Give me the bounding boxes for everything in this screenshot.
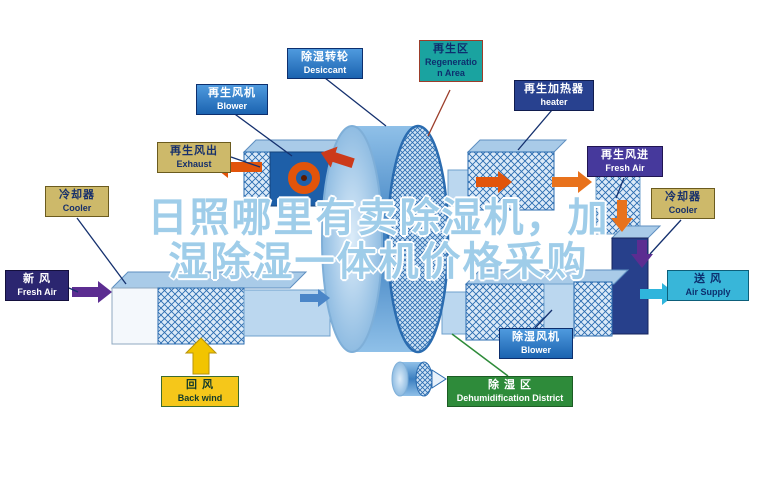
label-dehumid-district: 除 湿 区 Dehumidification District (447, 376, 573, 407)
heater-top-face (466, 139, 568, 153)
label-cooler-right-en: Cooler (668, 204, 698, 215)
label-regen-air-in-zh: 再生风进 (601, 149, 649, 161)
leader-heater (517, 109, 553, 151)
leader-cooler-left (76, 217, 127, 285)
regen-intake-down-arrow (611, 200, 633, 232)
rotor-desiccant-face (386, 124, 450, 354)
duct-rotor-to-right-ahu (441, 291, 469, 335)
tower-down-arrow (631, 240, 653, 268)
leader-dehumid-district (451, 333, 509, 377)
label-desiccant-wheel: 除湿转轮 Desiccant (287, 48, 363, 79)
purge-cylinder-face (391, 361, 409, 397)
leader-cooler-right (649, 219, 682, 255)
process-air-arrow (300, 289, 330, 307)
label-regen-blower-en: Blower (216, 100, 247, 111)
label-regen-air-in: 再生风进 Fresh Air (587, 146, 663, 177)
fresh-air-arrow (72, 281, 112, 303)
label-fresh-air-zh: 新 风 (22, 273, 52, 285)
leader-exhaust (230, 156, 261, 168)
label-cooler-left-zh: 冷却器 (59, 189, 95, 201)
label-return-air-zh: 回 风 (185, 379, 215, 391)
fresh-air-inlet-box (111, 287, 159, 345)
purge-flag (431, 369, 447, 389)
heater-internal-arrow (476, 171, 512, 193)
label-air-supply: 送 风 Air Supply (667, 270, 749, 301)
leader-lines (68, 77, 682, 329)
label-cooler-right: 冷却器 Cooler (651, 188, 715, 219)
leader-dehumid-blower (534, 309, 553, 329)
label-return-air-en: Back wind (177, 392, 223, 403)
leader-fresh-air (68, 287, 79, 293)
label-regen-area-en: Regeneration Area (424, 56, 477, 78)
label-regen-air-out-zh: 再生风出 (170, 145, 218, 157)
regen-fan-top-face (242, 139, 344, 153)
label-fresh-air-en: Fresh Air (17, 286, 57, 297)
purge-cylinder-media (415, 361, 433, 397)
rotor-front-face (321, 125, 383, 353)
label-desiccant-wheel-zh: 除湿转轮 (301, 51, 349, 63)
label-regen-area: 再生区 Regeneration Area (419, 40, 483, 83)
label-dehumid-blower-en: Blower (520, 344, 551, 355)
label-regen-air-out-en: Exhaust (176, 158, 212, 169)
label-regen-blower: 再生风机 Blower (196, 84, 268, 115)
right-ahu-filter-section (573, 281, 613, 337)
left-ahu-filter-section (157, 287, 245, 345)
watermark-line-2: 湿除湿一体机价格采购 (168, 240, 589, 284)
regen-fan-inlet-ring (288, 162, 320, 194)
regen-fan-housing (269, 151, 333, 207)
label-regen-blower-zh: 再生风机 (208, 87, 256, 99)
label-regen-heater-en: heater (540, 96, 568, 107)
leader-regen-in (615, 177, 625, 199)
label-dehumid-district-en: Dehumidification District (456, 392, 564, 403)
label-cooler-left-en: Cooler (62, 202, 92, 213)
watermark-text: 日照哪里有卖除湿机，加 湿除湿一体机价格采购 (0, 196, 757, 284)
label-dehumid-blower: 除湿风机 Blower (499, 328, 573, 359)
label-air-supply-zh: 送 风 (693, 273, 723, 285)
regen-fan-hub (301, 175, 307, 181)
label-fresh-air: 新 风 Fresh Air (5, 270, 69, 301)
return-air-arrow (184, 337, 218, 375)
label-return-air: 回 风 Back wind (161, 376, 239, 407)
leader-desiccant (324, 77, 387, 127)
label-desiccant-wheel-en: Desiccant (303, 64, 347, 75)
watermark-line-1: 日照哪里有卖除湿机，加 (147, 196, 610, 240)
leader-regen-blower (231, 111, 293, 157)
label-regen-area-zh: 再生区 (433, 43, 469, 55)
rotor-to-fan-arrow (320, 146, 355, 169)
label-dehumid-district-zh: 除 湿 区 (487, 379, 533, 391)
label-dehumid-blower-zh: 除湿风机 (512, 331, 560, 343)
label-cooler-right-zh: 冷却器 (665, 191, 701, 203)
label-regen-air-out: 再生风出 Exhaust (157, 142, 231, 173)
label-regen-air-in-en: Fresh Air (605, 162, 645, 173)
label-cooler-left: 冷却器 Cooler (45, 186, 109, 217)
label-air-supply-en: Air Supply (685, 286, 731, 297)
leader-regen-area (427, 89, 451, 137)
label-regen-heater: 再生加热器 heater (514, 80, 594, 111)
regen-air-arrow (552, 171, 592, 193)
label-regen-heater-zh: 再生加热器 (524, 83, 584, 95)
